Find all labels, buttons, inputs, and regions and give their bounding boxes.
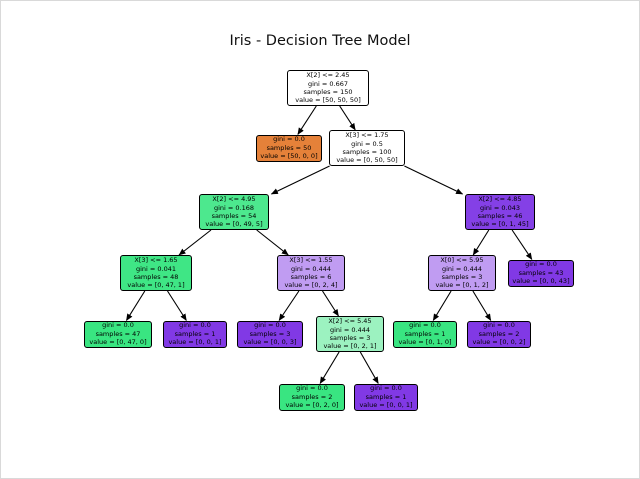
node-samples: samples = 47 — [95, 329, 141, 338]
node-split-condition: X[2] <= 5.45 — [328, 317, 372, 326]
node-samples: samples = 2 — [291, 392, 333, 401]
node-gini: gini = 0.667 — [307, 79, 349, 88]
tree-node-split: X[3] <= 1.55 gini = 0.444 samples = 6 va… — [277, 255, 345, 291]
node-gini: gini = 0.0 — [296, 384, 328, 393]
node-gini: gini = 0.168 — [213, 203, 255, 212]
node-value: value = [0, 1, 2] — [435, 281, 489, 290]
node-split-condition: X[2] <= 4.85 — [478, 195, 522, 204]
node-gini: gini = 0.0 — [102, 321, 134, 330]
node-split-condition: X[0] <= 5.95 — [440, 256, 484, 265]
tree-leaf-versicolor: gini = 0.0 samples = 1 value = [0, 1, 0] — [393, 320, 457, 348]
node-value: value = [50, 50, 50] — [295, 96, 361, 105]
node-gini: gini = 0.041 — [135, 264, 177, 273]
node-split-condition: X[2] <= 4.95 — [212, 195, 256, 204]
node-gini: gini = 0.0 — [525, 260, 557, 269]
node-gini: gini = 0.0 — [370, 384, 402, 393]
node-value: value = [0, 0, 1] — [359, 401, 413, 410]
tree-node-split: X[2] <= 4.85 gini = 0.043 samples = 46 v… — [465, 194, 535, 230]
tree-node-split: X[3] <= 1.75 gini = 0.5 samples = 100 va… — [329, 130, 405, 166]
node-samples: samples = 50 — [266, 143, 312, 152]
node-value: value = [0, 50, 50] — [336, 156, 398, 165]
node-samples: samples = 100 — [342, 148, 392, 156]
node-samples: samples = 54 — [211, 212, 257, 220]
node-value: value = [0, 2, 4] — [284, 281, 338, 290]
node-gini: gini = 0.0 — [483, 321, 515, 330]
node-gini: gini = 0.444 — [290, 264, 332, 273]
node-samples: samples = 48 — [133, 273, 179, 281]
node-value: value = [0, 0, 43] — [512, 277, 570, 286]
node-samples: samples = 6 — [290, 273, 332, 281]
tree-leaf-virginica: gini = 0.0 samples = 1 value = [0, 0, 1] — [163, 320, 227, 348]
node-gini: gini = 0.5 — [351, 139, 383, 148]
node-gini: gini = 0.0 — [179, 321, 211, 330]
node-value: value = [0, 0, 1] — [168, 338, 222, 347]
node-value: value = [50, 0, 0] — [260, 152, 318, 161]
node-samples: samples = 3 — [441, 273, 483, 281]
node-split-condition: X[3] <= 1.55 — [289, 256, 333, 265]
tree-leaf-versicolor: gini = 0.0 samples = 47 value = [0, 47, … — [84, 320, 152, 348]
node-value: value = [0, 1, 45] — [471, 220, 529, 229]
tree-leaf-setosa: gini = 0.0 samples = 50 value = [50, 0, … — [256, 134, 322, 162]
node-samples: samples = 46 — [477, 212, 523, 220]
node-samples: samples = 1 — [365, 392, 407, 401]
node-samples: samples = 2 — [478, 329, 520, 338]
node-value: value = [0, 2, 0] — [285, 401, 339, 410]
tree-node-split: X[2] <= 4.95 gini = 0.168 samples = 54 v… — [199, 194, 269, 230]
tree-node-split: X[3] <= 1.65 gini = 0.041 samples = 48 v… — [120, 255, 192, 291]
node-gini: gini = 0.043 — [479, 203, 521, 212]
node-value: value = [0, 49, 5] — [205, 220, 263, 229]
plot-title: Iris - Decision Tree Model — [229, 33, 411, 49]
node-samples: samples = 43 — [518, 268, 564, 277]
tree-node-split: X[0] <= 5.95 gini = 0.444 samples = 3 va… — [428, 255, 496, 291]
node-split-condition: X[3] <= 1.75 — [345, 131, 389, 140]
node-samples: samples = 1 — [174, 329, 216, 338]
node-samples: samples = 3 — [329, 334, 371, 342]
node-gini: gini = 0.0 — [409, 321, 441, 330]
tree-node-root: X[2] <= 2.45 gini = 0.667 samples = 150 … — [287, 70, 369, 106]
tree-leaf-versicolor: gini = 0.0 samples = 2 value = [0, 2, 0] — [279, 383, 345, 411]
tree-leaf-virginica: gini = 0.0 samples = 2 value = [0, 0, 2] — [467, 320, 531, 348]
node-value: value = [0, 47, 1] — [127, 281, 185, 290]
node-samples: samples = 150 — [303, 88, 353, 96]
node-gini: gini = 0.0 — [273, 135, 305, 144]
node-value: value = [0, 0, 2] — [472, 338, 526, 347]
tree-leaf-virginica: gini = 0.0 samples = 43 value = [0, 0, 4… — [508, 259, 574, 287]
node-split-condition: X[3] <= 1.65 — [134, 256, 178, 265]
node-samples: samples = 3 — [249, 329, 291, 338]
node-value: value = [0, 2, 1] — [323, 342, 377, 351]
node-gini: gini = 0.0 — [254, 321, 286, 330]
node-gini: gini = 0.444 — [441, 264, 483, 273]
node-value: value = [0, 47, 0] — [89, 338, 147, 347]
tree-leaf-virginica: gini = 0.0 samples = 3 value = [0, 0, 3] — [237, 320, 303, 348]
node-gini: gini = 0.444 — [329, 325, 371, 334]
tree-leaf-virginica: gini = 0.0 samples = 1 value = [0, 0, 1] — [354, 383, 418, 411]
node-split-condition: X[2] <= 2.45 — [306, 71, 350, 80]
node-samples: samples = 1 — [404, 329, 446, 338]
node-value: value = [0, 0, 3] — [243, 338, 297, 347]
tree-edges — [125, 105, 533, 384]
node-value: value = [0, 1, 0] — [398, 338, 452, 347]
tree-node-split: X[2] <= 5.45 gini = 0.444 samples = 3 va… — [316, 316, 384, 352]
